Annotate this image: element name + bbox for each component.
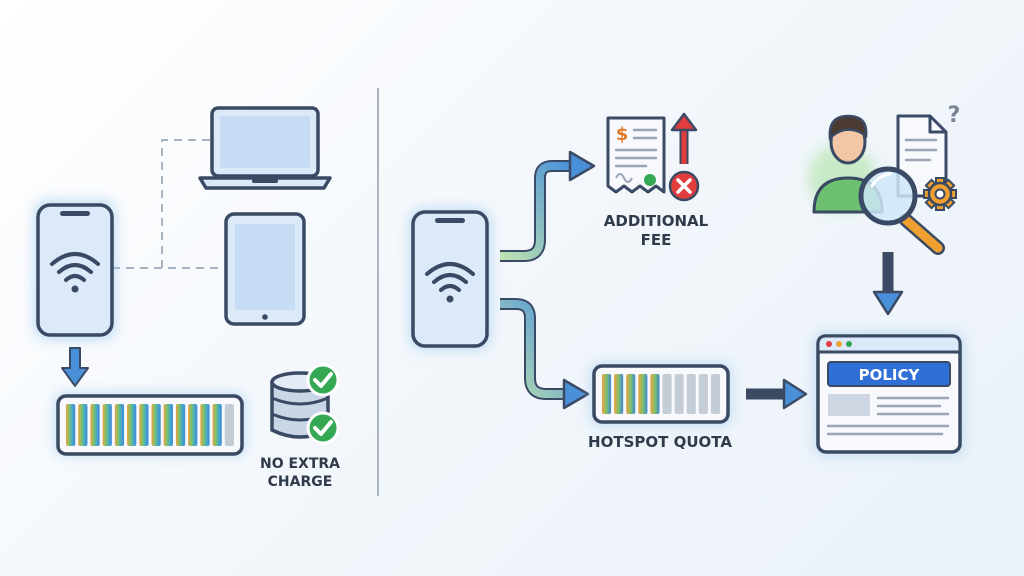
close-icon (668, 170, 700, 202)
meter-segment-filled (114, 404, 125, 446)
meter-segments (66, 404, 234, 446)
meter-segment-filled (127, 404, 137, 446)
meter-segment-filled (200, 404, 210, 446)
meter-segment-empty (686, 374, 696, 414)
meter-segment-empty (698, 374, 708, 414)
policy-banner (827, 361, 951, 387)
route-arrow-fee (500, 150, 596, 262)
question-mark: ? (948, 103, 961, 128)
meter-segment-filled (212, 404, 222, 446)
route-arrow-review (872, 252, 904, 316)
data-meter (54, 392, 246, 456)
meter-segment-filled (163, 404, 173, 446)
meter-segment-filled (175, 404, 186, 446)
policy-label: POLICY (859, 366, 921, 384)
meter-segment-filled (602, 374, 612, 414)
tablet-icon (224, 212, 306, 326)
fee-increase-arrow-icon (670, 112, 698, 164)
receipt-icon: $ (606, 116, 666, 194)
document-icon (896, 114, 948, 198)
phone-wifi-icon (34, 200, 116, 340)
meter-segment-empty (674, 374, 684, 414)
meter-segment-filled (188, 404, 198, 446)
check-icon (306, 411, 340, 445)
meter-segment-filled (638, 374, 648, 414)
meter-segment-filled (626, 374, 636, 414)
down-arrow-icon (61, 347, 89, 387)
meter-segments (602, 374, 720, 414)
meter-segment-empty (224, 404, 234, 446)
meter-segment-filled (90, 404, 100, 446)
no-extra-charge-label: NO EXTRA (260, 456, 340, 472)
meter-segment-filled (614, 374, 624, 414)
meter-segment-empty (662, 374, 672, 414)
policy-content (826, 394, 950, 436)
meter-segment-empty (710, 374, 720, 414)
no-extra-charge-label-line2: CHARGE (268, 474, 333, 490)
laptop-icon (198, 106, 332, 190)
meter-segment-filled (102, 404, 112, 446)
hotspot-quota-meter (590, 362, 732, 426)
additional-fee-label-line2: FEE (641, 231, 672, 249)
hotspot-connectors (112, 139, 220, 269)
meter-segment-filled (66, 404, 76, 446)
meter-segment-filled (78, 404, 88, 446)
route-arrow-quota (500, 298, 590, 410)
hotspot-quota-label: HOTSPOT QUOTA (588, 433, 732, 451)
gear-icon (923, 177, 957, 211)
meter-segment-filled (650, 374, 660, 414)
check-icon (306, 363, 340, 397)
meter-segment-filled (139, 404, 149, 446)
meter-segment-filled (151, 404, 161, 446)
currency-symbol: $ (616, 124, 629, 145)
magnifier-icon (858, 166, 945, 255)
additional-fee-label: ADDITIONAL (604, 212, 709, 230)
route-arrow-policy (746, 378, 808, 410)
phone-wifi-icon (409, 208, 491, 350)
